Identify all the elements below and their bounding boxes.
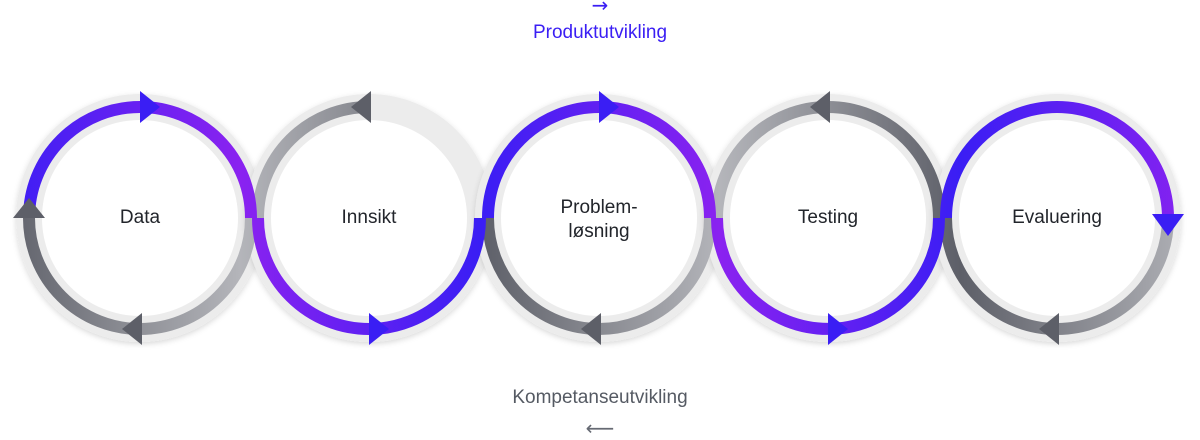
stage-label-testing: Testing — [797, 207, 859, 228]
gray-arc-innsikt — [252, 101, 370, 219]
gray-arrowhead-icon — [810, 91, 830, 123]
purple-arrowhead-icon — [1152, 214, 1184, 236]
gray-arc-problem — [482, 217, 600, 335]
gray-arrowhead-icon — [1039, 313, 1059, 345]
ring-innsikt — [245, 94, 493, 342]
purple-arrowhead-icon — [140, 91, 160, 123]
gray-arc-data-left — [23, 217, 141, 335]
purple-arrowhead-icon — [599, 91, 619, 123]
purple-arrowhead-icon — [369, 313, 389, 345]
left-arrow-icon: ⟵ — [585, 416, 615, 440]
gray-arrowhead-icon — [351, 91, 371, 123]
ring-problemlosning — [475, 94, 723, 342]
gray-arrowhead-icon — [122, 313, 142, 345]
ring-data — [16, 94, 264, 342]
gray-arc-problem-right — [598, 217, 716, 335]
kompetanseutvikling-label: Kompetanseutvikling — [512, 387, 688, 408]
gray-arrowhead-icon — [581, 313, 601, 345]
gray-arrowhead-icon — [13, 198, 45, 218]
ring-evaluering — [933, 94, 1181, 342]
right-arrow-icon: → — [591, 0, 609, 17]
purple-arrowhead-icon — [828, 313, 848, 345]
gray-arc-testing — [827, 101, 945, 219]
ring-testing — [704, 94, 952, 342]
gray-arc-evaluering-left — [940, 217, 1058, 335]
stage-label-evaluering: Evaluering — [1012, 207, 1102, 228]
gray-arc-data-lower — [139, 217, 257, 335]
purple-arc-evaluering — [940, 101, 1174, 219]
gray-arc-evaluering — [1056, 217, 1174, 335]
gray-arc-testing-left — [711, 101, 829, 219]
stage-label-problemlosning: Problem- løsning — [560, 197, 638, 242]
produktutvikling-label: Produktutvikling — [532, 22, 668, 43]
stage-label-innsikt: Innsikt — [341, 207, 397, 228]
stage-label-data: Data — [119, 207, 161, 228]
